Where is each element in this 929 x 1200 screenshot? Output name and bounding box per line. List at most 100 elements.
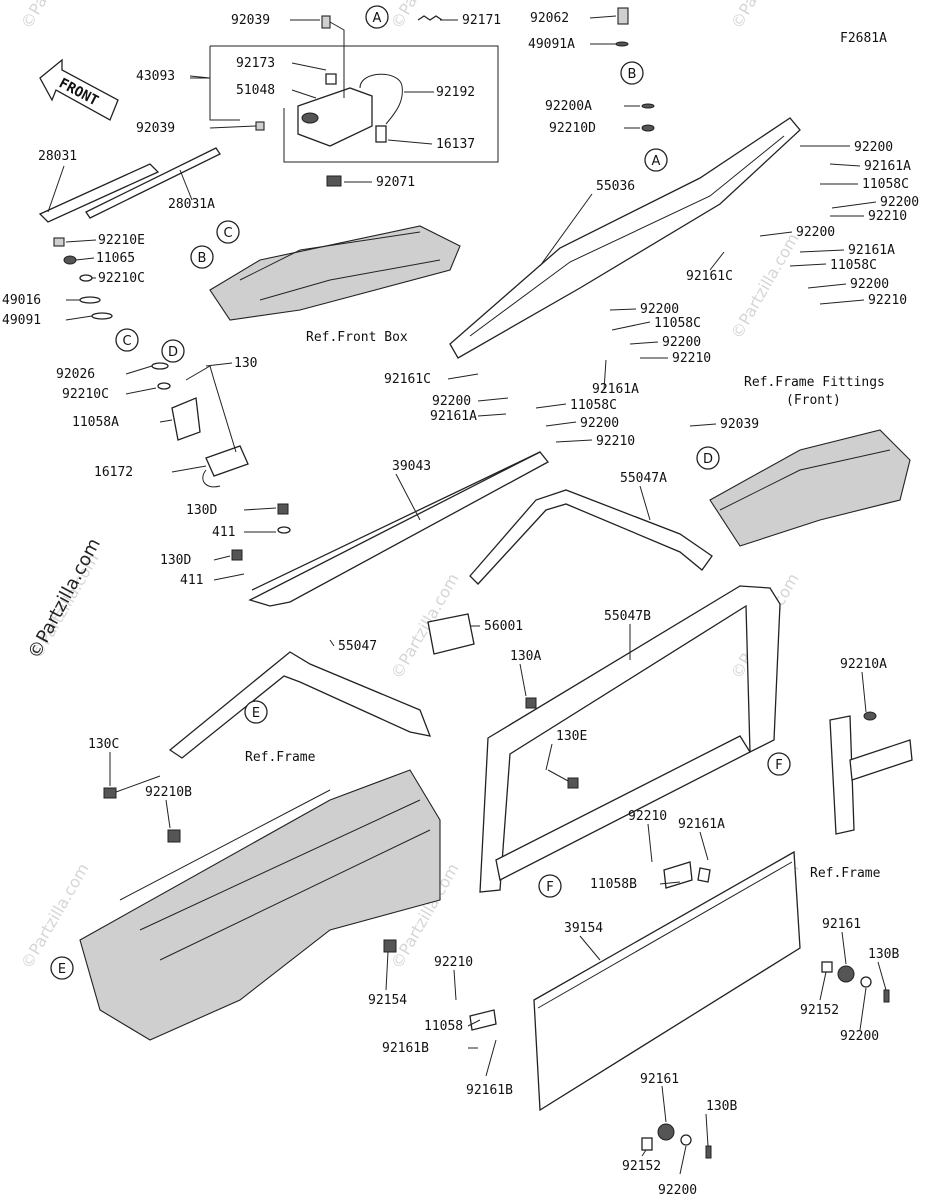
leader-line <box>589 15 617 19</box>
callout-f: F <box>767 752 791 776</box>
part-number-label: 92200 <box>796 225 835 240</box>
leader-line <box>75 257 95 261</box>
leader-line <box>641 1149 647 1157</box>
part-number-label: 92200 <box>854 140 893 155</box>
leader-line <box>545 743 553 771</box>
leader-line <box>709 251 725 271</box>
leader-line <box>841 931 847 965</box>
leader-line <box>165 799 171 829</box>
callout-b: B <box>620 61 644 85</box>
part-number-label: 130B <box>868 947 899 962</box>
part-number-label: 92173 <box>236 56 275 71</box>
svg-text:A: A <box>373 11 382 26</box>
leader-line <box>689 423 717 427</box>
leader-line <box>171 465 207 473</box>
frame-fittings-front <box>709 429 911 547</box>
wiper-assembly <box>38 147 221 390</box>
part-number-label: 56001 <box>484 619 523 634</box>
part-number-label: 92161C <box>686 269 733 284</box>
ref-frame-label: Ref.Frame <box>245 750 316 765</box>
part-number-label: 11058C <box>654 316 701 331</box>
watermark: ©Partzilla.com <box>727 0 803 32</box>
leader-line <box>877 961 887 991</box>
part-number-label: 92200 <box>432 394 471 409</box>
callout-a: A <box>365 5 389 29</box>
svg-text:B: B <box>628 67 637 82</box>
leader-line <box>861 671 867 713</box>
leader-line <box>179 169 193 201</box>
callout-f: F <box>538 874 562 898</box>
part-number-label: 92039 <box>720 417 759 432</box>
ref-frame-fittings-label: Ref.Frame Fittings <box>744 375 885 390</box>
svg-text:D: D <box>168 345 178 360</box>
part-number-label: 51048 <box>236 83 275 98</box>
part-number-label: 92200A <box>545 99 592 114</box>
rear-panel-39043 <box>248 451 549 607</box>
callout-c: C <box>216 220 240 244</box>
ref-frame-fittings-sub-label: (Front) <box>786 393 841 408</box>
part-number-label: 92152 <box>622 1159 661 1174</box>
part-number-label: 28031 <box>38 149 77 164</box>
part-number-label: 130A <box>510 649 541 664</box>
part-number-label: 92161 <box>640 1072 679 1087</box>
part-number-label: 92062 <box>530 11 569 26</box>
leader-line <box>387 139 433 145</box>
part-number-label: 92200 <box>850 277 889 292</box>
leader-line <box>629 341 659 345</box>
leader-line <box>555 439 593 443</box>
part-number-label: 92152 <box>800 1003 839 1018</box>
leader-line <box>447 373 479 380</box>
leader-line <box>189 75 211 79</box>
leader-line <box>467 1019 481 1027</box>
part-number-label: 130E <box>556 729 587 744</box>
svg-text:D: D <box>703 452 713 467</box>
nut-92210b <box>167 829 181 843</box>
part-number-label: 92210C <box>62 387 109 402</box>
nozzle-stack <box>615 7 655 132</box>
part-number-label: 92210 <box>434 955 473 970</box>
part-number-label: 49091 <box>2 313 41 328</box>
svg-text:C: C <box>223 226 232 241</box>
leader-line <box>699 831 709 861</box>
part-number-label: 92171 <box>462 13 501 28</box>
part-number-label: 411 <box>212 525 235 540</box>
leader-line <box>859 987 867 1031</box>
part-number-label: 92200 <box>640 302 679 317</box>
leader-line <box>545 421 577 427</box>
leader-line <box>125 387 157 395</box>
leader-line <box>579 935 601 961</box>
svg-text:A: A <box>652 154 661 169</box>
leader-line <box>329 639 335 647</box>
part-number-label: 92210 <box>596 434 635 449</box>
leader-line <box>159 419 173 423</box>
part-number-label: 55047A <box>620 471 667 486</box>
leader-line <box>647 823 653 863</box>
leader-line <box>243 507 277 511</box>
part-number-label: 49091A <box>528 37 575 52</box>
bolt-130c <box>103 775 161 799</box>
part-number-label: 411 <box>180 573 203 588</box>
svg-text:F: F <box>775 758 782 773</box>
leader-line <box>535 403 567 409</box>
part-number-label: 11058C <box>862 177 909 192</box>
wiper-motor <box>171 365 249 488</box>
part-number-label: 92161A <box>592 382 639 397</box>
leader-line <box>603 359 607 391</box>
leader-line <box>477 397 509 402</box>
part-number-label: 39154 <box>564 921 603 936</box>
part-number-label: 92071 <box>376 175 415 190</box>
part-number-label: 130B <box>706 1099 737 1114</box>
leader-line <box>213 573 245 581</box>
front-arrow-icon: FRONT <box>39 58 119 121</box>
mirror-56001 <box>427 613 475 655</box>
part-number-label: 92210E <box>98 233 145 248</box>
part-number-label: 92200 <box>840 1029 879 1044</box>
part-number-label: 92161C <box>384 372 431 387</box>
callout-c: C <box>115 328 139 352</box>
leader-line <box>477 413 507 417</box>
part-number-label: 92154 <box>368 993 407 1008</box>
leader-line <box>125 365 153 375</box>
watermark: ©Partzilla.com <box>17 0 93 32</box>
